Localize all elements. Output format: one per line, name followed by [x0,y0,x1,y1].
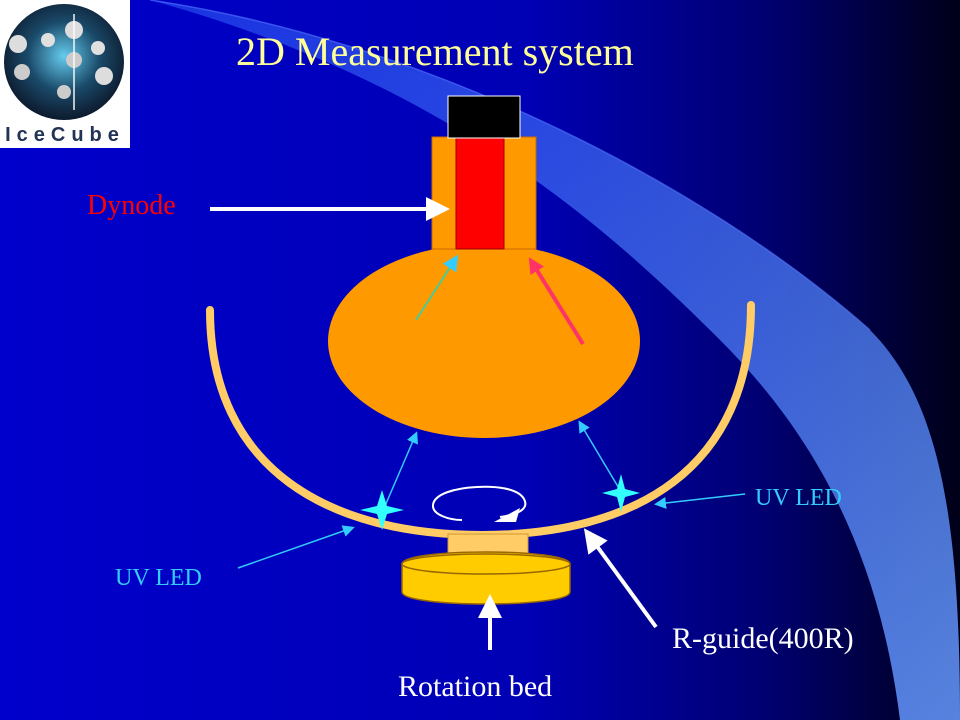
logo-text: IceCube [5,124,125,146]
r-guide-label: R-guide(400R) [672,622,854,655]
uv-led-left-pointer [237,525,355,569]
uv-led-right-label: UV LED [755,485,842,511]
uv-led-right-icon [602,474,640,512]
pmt [328,95,640,438]
decorative-swoosh-edge [149,0,871,331]
light-ray-right [578,420,621,491]
rotation-bed-label: Rotation bed [398,670,553,703]
decorative-swoosh [150,0,960,720]
icecube-logo: IceCube [0,0,130,148]
r-guide-pointer-arrow [583,528,658,629]
rotation-bed [401,533,571,605]
dynode-label: Dynode [87,190,176,221]
dynode [455,136,505,250]
page-title: 2D Measurement system [236,29,634,74]
pmt-bulb [328,244,640,438]
uv-led-right-pointer [654,493,746,509]
uv-led-left-label: UV LED [115,565,202,591]
pmt-base-cap [447,95,521,139]
photon-arrow-pink [528,257,585,346]
uv-led-left-icon [360,490,404,530]
rotation-indicator-icon [432,485,527,522]
photon-arrow-green [415,254,459,321]
light-ray-left [384,431,418,507]
